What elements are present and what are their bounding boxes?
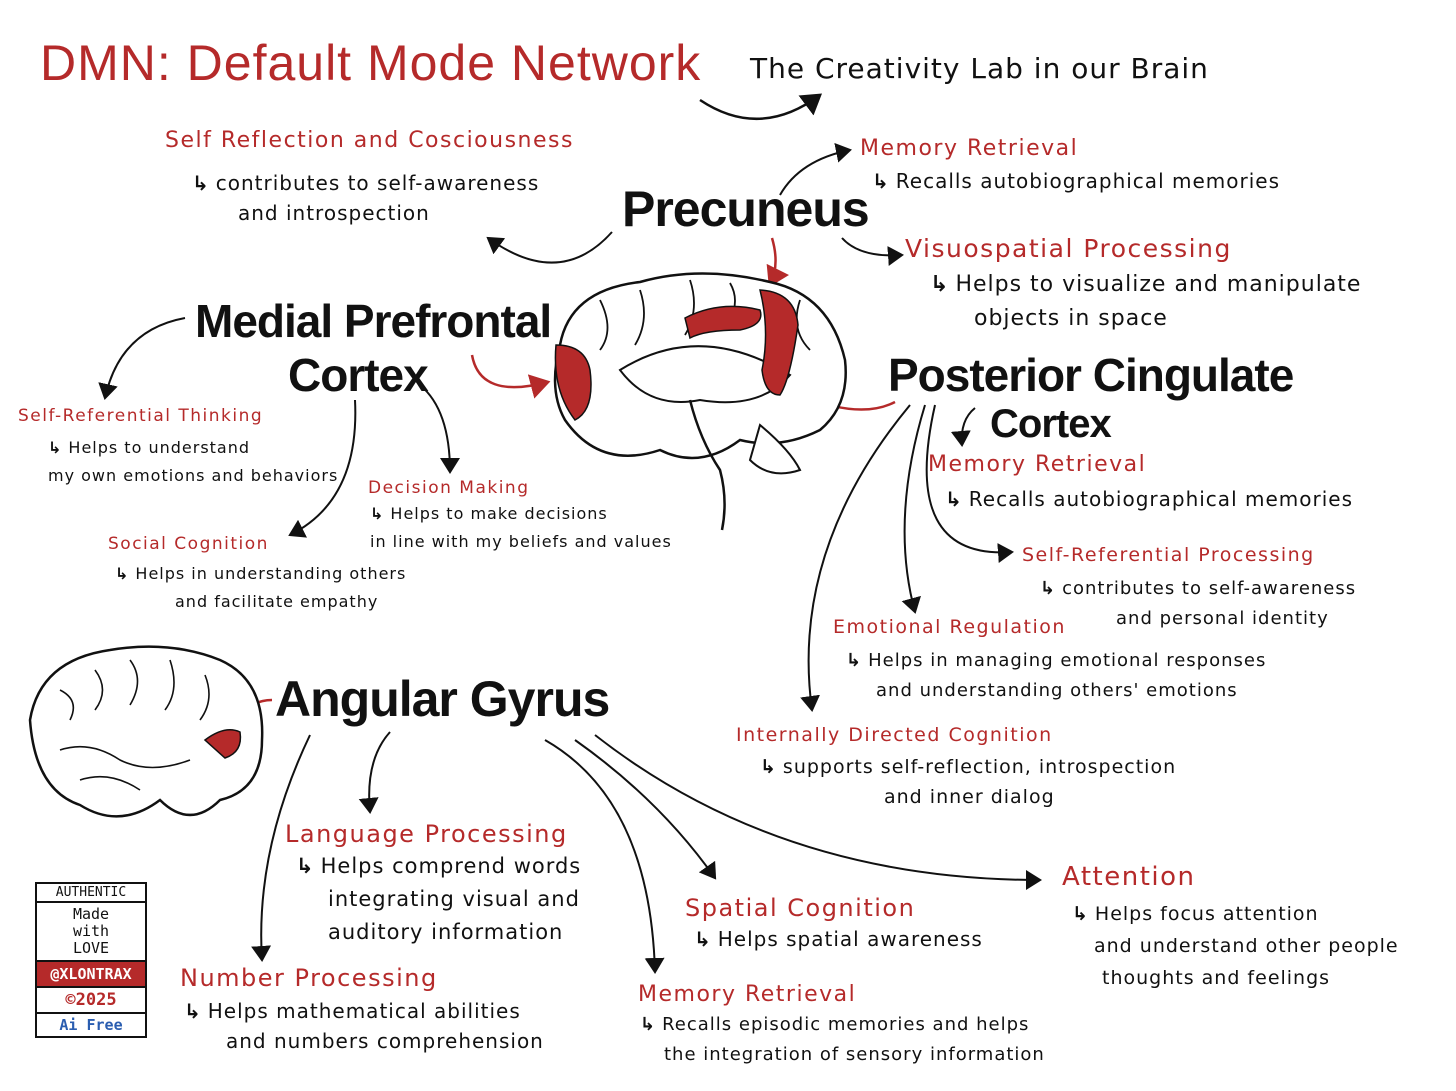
arrow-icon: ↳	[846, 650, 863, 671]
angular-spatial-heading: Spatial Cognition	[685, 894, 916, 922]
arrow-icon: ↳	[115, 564, 130, 583]
precuneus-self-reflection-text: ↳contributes to self-awareness and intro…	[192, 171, 540, 225]
badge-made: Made	[35, 903, 147, 923]
pcc-internal-text: ↳supports self-reflection, introspection…	[760, 756, 1177, 808]
precuneus-to-self-reflection	[486, 231, 613, 264]
angular-number-heading: Number Processing	[180, 964, 438, 992]
angular-memory-heading: Memory Retrieval	[638, 982, 857, 1007]
mpfc-decision-text: ↳Helps to make decisions in line with my…	[370, 504, 672, 551]
mpfc-decision-heading: Decision Making	[368, 478, 530, 498]
pcc-label-line1: Posterior Cingulate	[888, 349, 1294, 401]
angular-to-spatial	[574, 739, 717, 880]
mpfc-label-line2: Cortex	[288, 349, 429, 401]
arrow-icon: ↳	[370, 504, 385, 523]
precuneus-self-reflection-heading: Self Reflection and Cosciousness	[165, 128, 574, 153]
pcc-memory-heading: Memory Retrieval	[928, 452, 1147, 477]
mpfc-label-line1: Medial Prefrontal	[195, 295, 552, 347]
mpfc-to-self-ref	[98, 317, 186, 400]
arrow-icon: ↳	[296, 854, 315, 878]
angular-memory-text: ↳Recalls episodic memories and helps the…	[640, 1014, 1045, 1065]
pcc-to-self-ref	[925, 404, 1014, 563]
angular-attention-text: ↳Helps focus attention and understand ot…	[1072, 903, 1399, 989]
side-brain-drawing	[28, 645, 264, 818]
mpfc-to-social	[288, 399, 357, 538]
mpfc-social-heading: Social Cognition	[108, 534, 269, 554]
medial-brain-drawing	[553, 272, 847, 531]
angular-number-text: ↳Helps mathematical abilities and number…	[184, 999, 544, 1053]
authentic-badge: AUTHENTIC Made with LOVE @XLONTRAX ©2025…	[35, 882, 147, 1038]
arrow-icon: ↳	[930, 272, 950, 297]
mpfc-self-ref-heading: Self-Referential Thinking	[18, 406, 264, 426]
badge-ai-free: Ai Free	[35, 1012, 147, 1038]
pcc-self-ref-heading: Self-Referential Processing	[1022, 544, 1315, 566]
arrow-icon: ↳	[1072, 903, 1089, 925]
angular-language-heading: Language Processing	[285, 820, 568, 848]
badge-handle: @XLONTRAX	[35, 960, 147, 988]
title-arrow	[699, 93, 823, 120]
arrow-icon: ↳	[48, 438, 63, 457]
pcc-memory-text: ↳Recalls autobiographical memories	[945, 487, 1353, 511]
pcc-emotional-text: ↳Helps in managing emotional responses a…	[846, 650, 1267, 701]
mpfc-to-decision	[419, 384, 460, 474]
arrow-icon: ↳	[640, 1014, 657, 1035]
badge-love: LOVE	[35, 940, 147, 960]
badge-with: with	[35, 923, 147, 940]
precuneus-visuospatial-heading: Visuospatial Processing	[905, 234, 1232, 263]
arrow-icon: ↳	[872, 169, 890, 193]
mpfc-to-brain	[470, 354, 551, 399]
page-title: DMN: Default Mode Network	[40, 35, 702, 91]
arrow-icon: ↳	[184, 999, 202, 1023]
pcc-emotional-heading: Emotional Regulation	[833, 616, 1066, 638]
pcc-to-internal	[800, 404, 911, 712]
angular-spatial-text: ↳Helps spatial awareness	[694, 927, 983, 951]
pcc-label-line2: Cortex	[990, 402, 1112, 446]
pcc-internal-heading: Internally Directed Cognition	[736, 724, 1053, 746]
angular-to-language	[358, 731, 391, 814]
angular-to-memory	[544, 739, 665, 974]
angular-label: Angular Gyrus	[275, 671, 610, 727]
mpfc-self-ref-text: ↳Helps to understand my own emotions and…	[48, 438, 339, 485]
badge-year: ©2025	[35, 988, 147, 1012]
arrow-icon: ↳	[192, 171, 210, 195]
arrow-icon: ↳	[1040, 578, 1057, 599]
angular-to-attention	[594, 734, 1042, 890]
arrow-icon: ↳	[694, 927, 712, 951]
badge-authentic: AUTHENTIC	[35, 882, 147, 903]
arrow-icon: ↳	[945, 487, 963, 511]
precuneus-memory-heading: Memory Retrieval	[860, 136, 1079, 161]
pcc-self-ref-text: ↳contributes to self-awareness and perso…	[1040, 578, 1357, 629]
precuneus-to-visuospatial	[841, 237, 904, 266]
precuneus-to-memory	[779, 142, 852, 196]
precuneus-memory-text: ↳Recalls autobiographical memories	[872, 169, 1280, 193]
angular-to-number	[251, 734, 311, 962]
pcc-to-cortex	[950, 407, 976, 447]
precuneus-to-brain	[766, 237, 790, 288]
precuneus-label: Precuneus	[622, 181, 870, 237]
arrow-icon: ↳	[760, 756, 777, 778]
page-subtitle: The Creativity Lab in our Brain	[750, 52, 1209, 85]
mpfc-social-text: ↳Helps in understanding others and facil…	[115, 564, 407, 611]
precuneus-visuospatial-text: ↳Helps to visualize and manipulate objec…	[930, 272, 1362, 331]
angular-language-text: ↳Helps comprend words integrating visual…	[296, 854, 582, 944]
pcc-to-emotional	[901, 404, 926, 614]
angular-attention-heading: Attention	[1062, 862, 1196, 892]
